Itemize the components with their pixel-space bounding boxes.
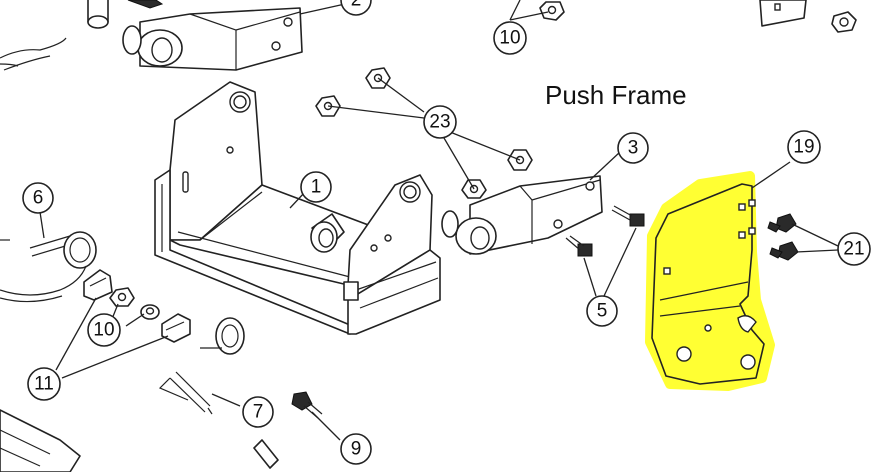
top-right-plate (759, 0, 807, 27)
callout-6-label: 6 (33, 188, 44, 209)
top-left-pin (87, 0, 109, 29)
part-3-bracket (441, 175, 603, 255)
part-11-clips (83, 269, 191, 343)
callout-2: 2 (340, 0, 372, 16)
part-1-push-frame (154, 81, 441, 335)
part-7-spring-pin (158, 317, 245, 415)
callout-10-left-label: 10 (93, 320, 114, 341)
top-right-nut (831, 11, 857, 33)
callout-23: 23 (423, 105, 457, 139)
callout-7: 7 (242, 396, 274, 428)
callout-6: 6 (22, 182, 54, 214)
part-19-plate (645, 171, 775, 391)
callout-5: 5 (586, 295, 618, 327)
callout-3-label: 3 (628, 138, 639, 159)
part-21-bolts (767, 213, 799, 261)
callout-21: 21 (837, 232, 871, 266)
callout-2-label: 2 (351, 0, 362, 11)
hairpin-clip (0, 37, 67, 71)
callout-19: 19 (787, 130, 821, 164)
callout-1-label: 1 (311, 177, 322, 198)
part-9-bolt (291, 391, 323, 419)
callout-3: 3 (617, 132, 649, 164)
callout-11: 11 (27, 367, 61, 401)
callout-11-label: 11 (34, 374, 54, 395)
callout-1: 1 (300, 171, 332, 203)
bottom-pin (253, 439, 279, 469)
part-10-nut-washer (109, 287, 160, 320)
part-5-bolts (565, 205, 645, 257)
callout-19-label: 19 (793, 137, 814, 158)
callout-21-label: 21 (843, 239, 864, 260)
callout-10-top-label: 10 (499, 28, 520, 49)
bottom-left-blade (0, 409, 81, 472)
part-23-nuts (315, 67, 533, 199)
callout-5-label: 5 (597, 301, 608, 322)
callout-9: 9 (340, 433, 372, 465)
highlight-area (645, 171, 775, 391)
top-nut (539, 1, 565, 21)
diagram-title: Push Frame (545, 80, 687, 110)
callout-10-top: 10 (493, 21, 527, 55)
callout-10-left: 10 (87, 313, 121, 347)
callout-23-label: 23 (429, 112, 450, 133)
part-2-bracket (122, 7, 303, 71)
leader-lines (39, 0, 839, 441)
callout-9-label: 9 (351, 439, 362, 460)
top-left-bolt (127, 0, 164, 9)
part-6-spring-pin (0, 231, 97, 303)
callout-7-label: 7 (253, 402, 264, 423)
